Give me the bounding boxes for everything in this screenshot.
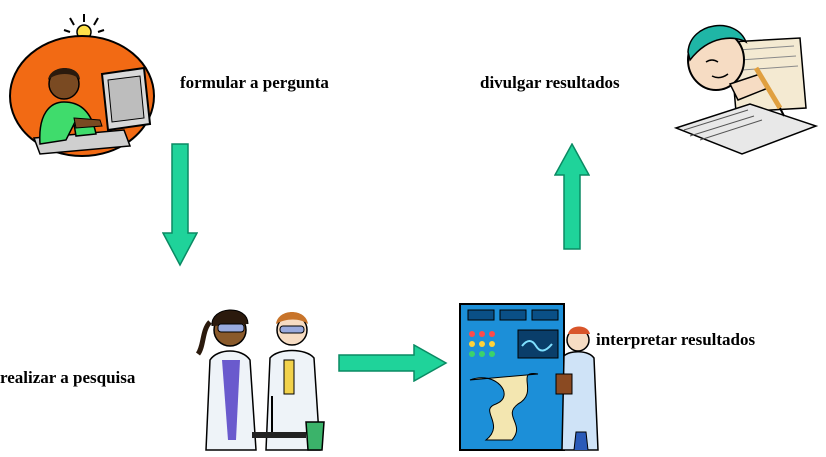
arrow-up: [553, 142, 591, 251]
arrow-down: [161, 143, 199, 267]
step-label-realizar: realizar a pesquisa: [0, 368, 136, 387]
step-label-divulgar: divulgar resultados: [480, 73, 620, 92]
arrow-right: [338, 343, 448, 383]
step-label-formular: formular a pergunta: [180, 73, 329, 92]
scientists-lab-icon: [192, 300, 334, 452]
person-writing-icon: [670, 8, 820, 164]
person-at-computer-lightbulb-icon: [4, 8, 160, 160]
scientist-control-panel-icon: [456, 300, 608, 452]
step-label-interpretar: interpretar resultados: [596, 330, 756, 349]
